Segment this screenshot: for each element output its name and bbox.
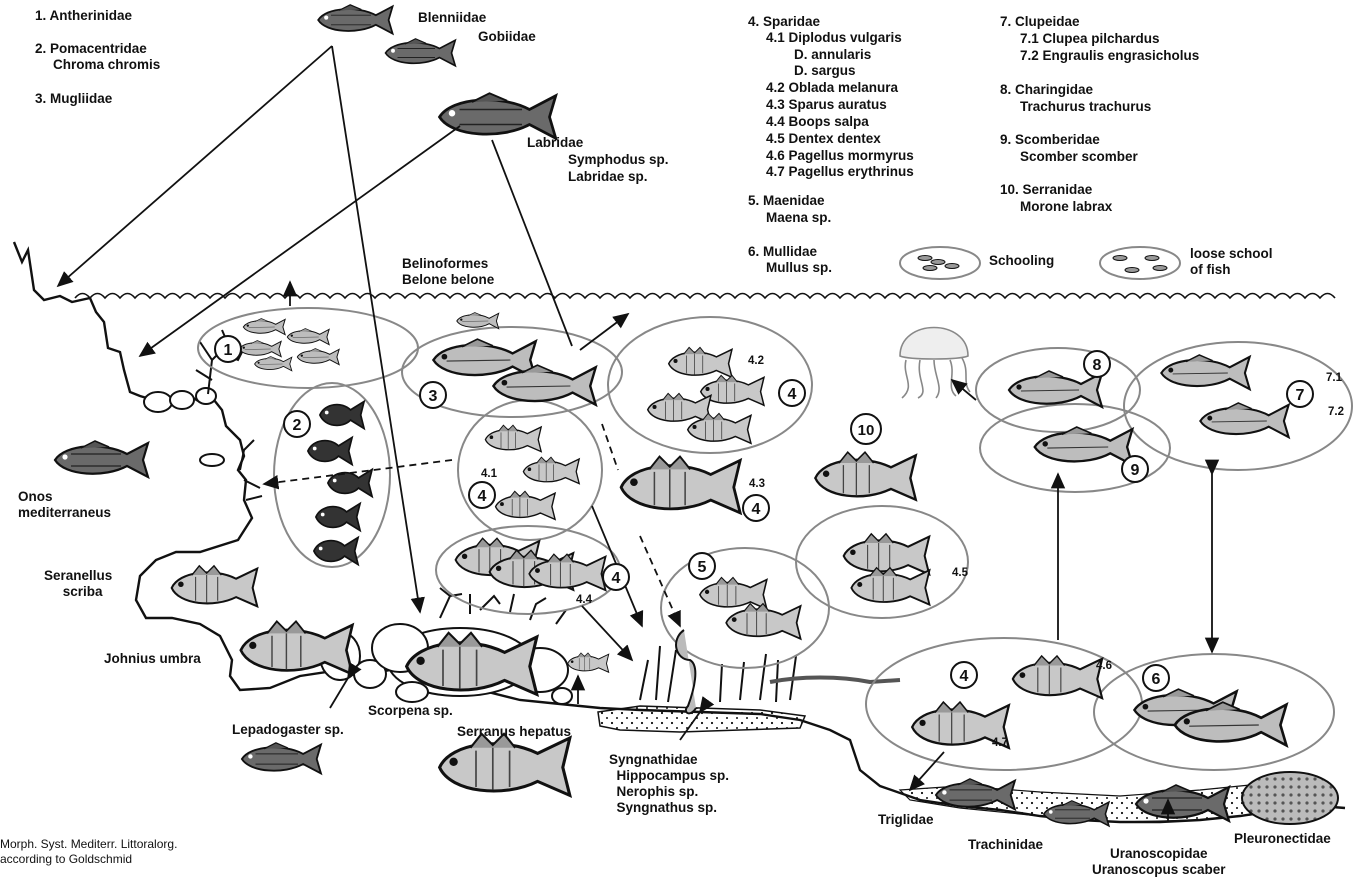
key-7-1: 7.1 Clupea pilchardus xyxy=(1020,31,1160,47)
fish-school-2 xyxy=(308,401,372,564)
fish-morone xyxy=(815,452,915,500)
fish-serranus xyxy=(440,734,570,796)
key-4-2: 4.2 Oblada melanura xyxy=(766,80,898,96)
subnum-4-1: 4.1 xyxy=(481,466,497,482)
nerophis-shape xyxy=(770,678,900,683)
fish-lepadogaster xyxy=(242,743,321,774)
label-labridae-sp: Labridae sp. xyxy=(568,169,648,185)
key-1: 1. Antherinidae xyxy=(35,8,132,24)
fish-school-7 xyxy=(1161,355,1288,437)
label-seranellus: Seranellus scriba xyxy=(44,568,112,600)
key-8: 8. Charingidae xyxy=(1000,82,1093,98)
legend-schooling-label: Schooling xyxy=(989,253,1054,269)
coastline xyxy=(14,242,1345,822)
label-trachinidae: Trachinidae xyxy=(968,837,1043,853)
circle-num: 4 xyxy=(612,570,621,587)
subnum-4-4: 4.4 xyxy=(576,592,592,608)
circle-num: 8 xyxy=(1093,357,1102,374)
fish-seranellus xyxy=(172,566,258,606)
legend-loose-ellipse xyxy=(1100,247,1180,279)
circle-num: 10 xyxy=(858,422,875,439)
circle-num: 4 xyxy=(960,668,969,685)
key-6-species: Mullus sp. xyxy=(766,260,832,276)
circle-num: 1 xyxy=(224,342,233,359)
label-gobiidae: Gobiidae xyxy=(478,29,536,45)
subnum-4-7: 4.7 xyxy=(992,735,1008,751)
subnum-4-6: 4.6 xyxy=(1096,658,1112,674)
key-9-species: Scomber scomber xyxy=(1020,149,1138,165)
key-2-species: Chroma chromis xyxy=(53,57,160,73)
key-5: 5. Maenidae xyxy=(748,193,825,209)
key-10: 10. Serranidae xyxy=(1000,182,1092,198)
seahorse xyxy=(676,630,696,713)
fish-johnius xyxy=(241,621,353,674)
circle-num: 3 xyxy=(429,388,438,405)
label-onos: Onos mediterraneus xyxy=(18,489,111,521)
fish-labridae xyxy=(440,93,556,138)
circle-num: 4 xyxy=(788,386,797,403)
key-8-species: Trachurus trachurus xyxy=(1020,99,1151,115)
circle-num: 9 xyxy=(1131,462,1140,479)
legend-loose-label: loose school of fish xyxy=(1190,246,1273,278)
circle-num: 7 xyxy=(1296,387,1305,404)
key-4-5: 4.5 Dentex dentex xyxy=(766,131,881,147)
sand-bed xyxy=(598,706,805,732)
subnum-4-3: 4.3 xyxy=(749,476,765,492)
key-3: 3. Mugliidae xyxy=(35,91,112,107)
label-serranus: Serranus hepatus xyxy=(457,724,571,740)
fish-school-6 xyxy=(1134,689,1286,745)
key-6: 6. Mullidae xyxy=(748,244,817,260)
circle-num: 4 xyxy=(752,501,761,518)
key-9: 9. Scomberidae xyxy=(1000,132,1100,148)
fish-onos xyxy=(55,441,148,477)
subnum-4-5: 4.5 xyxy=(952,565,968,581)
key-4-3: 4.3 Sparus auratus xyxy=(766,97,887,113)
key-10-species: Morone labrax xyxy=(1020,199,1112,215)
fish-serranus-small xyxy=(568,653,609,672)
key-4-4: 4.4 Boops salpa xyxy=(766,114,869,130)
credit-note: Morph. Syst. Mediterr. Littoralorg. acco… xyxy=(0,837,177,867)
circle-num: 6 xyxy=(1152,671,1161,688)
key-7: 7. Clupeidae xyxy=(1000,14,1080,30)
jellyfish xyxy=(900,328,970,399)
fish-school-8-9 xyxy=(1009,371,1132,465)
fish-school-4-5 xyxy=(844,534,930,605)
label-labridae: Labridae xyxy=(527,135,583,151)
key-5-species: Maena sp. xyxy=(766,210,831,226)
fish-belone xyxy=(457,312,499,328)
label-uranoscopidae: Uranoscopidae Uranoscopus scaber xyxy=(1092,846,1226,878)
key-7-2: 7.2 Engraulis engrasicholus xyxy=(1020,48,1199,64)
key-4-7: 4.7 Pagellus erythrinus xyxy=(766,164,914,180)
label-johnius: Johnius umbra xyxy=(104,651,201,667)
circle-num: 2 xyxy=(293,417,302,434)
fish-school-1 xyxy=(239,318,339,370)
fish-school-4-4 xyxy=(456,538,606,590)
circle-num: 5 xyxy=(698,559,707,576)
key-4-1: 4.1 Diplodus vulgaris xyxy=(766,30,902,46)
label-pleuronectidae: Pleuronectidae xyxy=(1234,831,1331,847)
subnum-4-2: 4.2 xyxy=(748,353,764,369)
label-triglidae: Triglidae xyxy=(878,812,934,828)
subnum-7-2: 7.2 xyxy=(1328,404,1344,420)
key-4: 4. Sparidae xyxy=(748,14,820,30)
key-4-1b: D. annularis xyxy=(794,47,871,63)
key-4-1c: D. sargus xyxy=(794,63,856,79)
fish-school-5 xyxy=(700,577,801,638)
label-scorpena: Scorpena sp. xyxy=(368,703,453,719)
label-blenniidae: Blenniidae xyxy=(418,10,486,26)
label-symphodus: Symphodus sp. xyxy=(568,152,669,168)
fish-school-3 xyxy=(433,339,595,405)
fish-sparus xyxy=(621,457,740,513)
fish-school-4-2 xyxy=(648,347,764,443)
water-surface xyxy=(75,294,1335,299)
label-lepadogaster: Lepadogaster sp. xyxy=(232,722,344,738)
label-syngnathidae: Syngnathidae Hippocampus sp. Nerophis sp… xyxy=(609,752,729,816)
subnum-7-1: 7.1 xyxy=(1326,370,1342,386)
fish-school-4-1 xyxy=(485,425,579,519)
key-2: 2. Pomacentridae xyxy=(35,41,147,57)
label-belinoformes: Belinoformes Belone belone xyxy=(402,256,494,288)
circle-num: 4 xyxy=(478,488,487,505)
key-4-6: 4.6 Pagellus mormyrus xyxy=(766,148,914,164)
